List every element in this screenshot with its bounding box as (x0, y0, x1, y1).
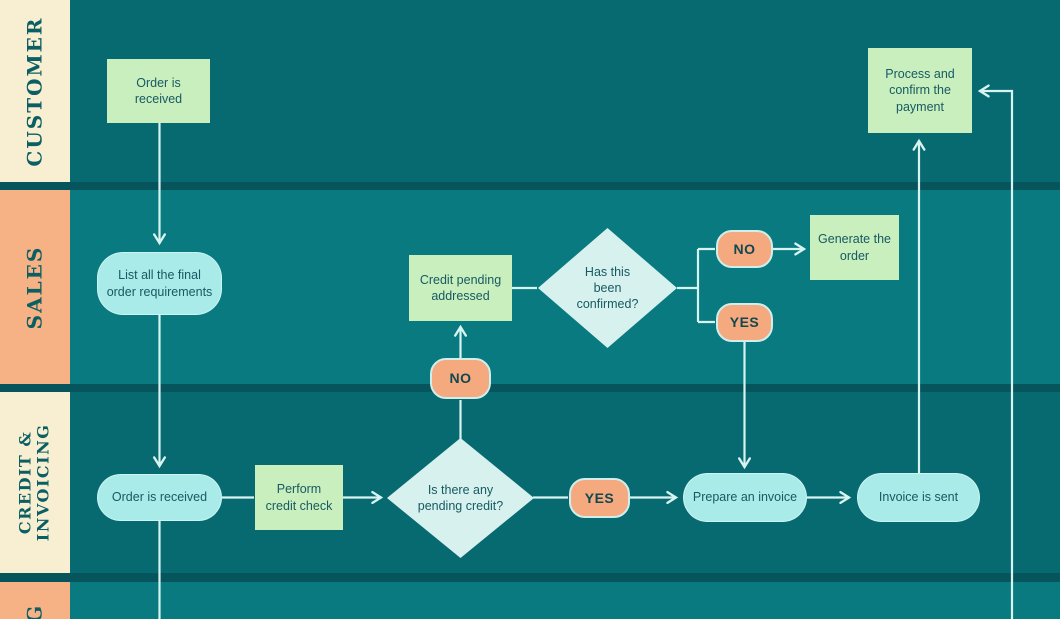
node-process-payment: Process and confirm the payment (868, 48, 972, 133)
lane-shipping-background (0, 582, 1060, 619)
pill-yes-confirmed: YES (716, 303, 773, 342)
node-credit-pending-addressed: Credit pending addressed (409, 255, 512, 321)
lane-header-customer: CUSTOMER (0, 0, 70, 182)
lane-header-sales: SALES (0, 190, 70, 384)
node-generate-order: Generate the order (810, 215, 899, 280)
lane-separator (0, 384, 1060, 392)
lane-separator (0, 182, 1060, 190)
lane-header-shipping: SHIPPING (0, 582, 70, 619)
node-order-received-customer: Order is received (107, 59, 210, 123)
pill-no-pending: NO (430, 358, 491, 399)
node-prepare-invoice: Prepare an invoice (683, 473, 807, 522)
node-invoice-sent: Invoice is sent (857, 473, 980, 522)
connector-decision-branches (677, 247, 715, 324)
node-perform-credit-check: Perform credit check (255, 465, 343, 530)
lane-header-credit-invoicing: CREDIT & INVOICING (0, 392, 70, 573)
lane-separator (0, 573, 1060, 582)
connector-shipping-feedback-to-payment (977, 84, 1014, 619)
pill-yes-pending: YES (569, 478, 630, 518)
node-list-requirements: List all the final order requirements (97, 252, 222, 315)
node-order-received-credit: Order is received (97, 474, 222, 521)
connector-group (152, 84, 1014, 619)
pill-no-confirmed: NO (716, 230, 773, 268)
